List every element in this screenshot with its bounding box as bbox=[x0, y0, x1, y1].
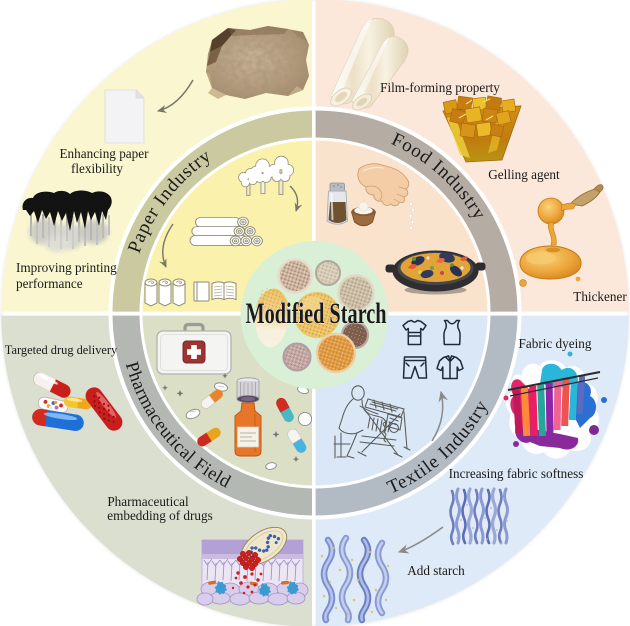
svg-text:Modified Starch: Modified Starch bbox=[246, 297, 387, 330]
svg-text:Fabric dyeing: Fabric dyeing bbox=[519, 336, 592, 351]
svg-text:Improving printing: Improving printing bbox=[16, 260, 117, 275]
svg-text:performance: performance bbox=[16, 276, 83, 291]
svg-text:Thickener: Thickener bbox=[573, 289, 627, 304]
svg-text:Film-forming property: Film-forming property bbox=[380, 80, 500, 95]
svg-text:embedding of drugs: embedding of drugs bbox=[107, 508, 212, 523]
svg-text:Enhancing paper: Enhancing paper bbox=[60, 146, 150, 161]
svg-text:Add starch: Add starch bbox=[407, 563, 465, 578]
svg-text:Targeted drug delivery: Targeted drug delivery bbox=[5, 343, 118, 357]
svg-text:Pharmaceutical: Pharmaceutical bbox=[107, 494, 189, 509]
svg-text:flexibility: flexibility bbox=[71, 161, 123, 176]
svg-text:Gelling agent: Gelling agent bbox=[488, 167, 560, 182]
svg-text:Increasing fabric softness: Increasing fabric softness bbox=[449, 466, 584, 481]
